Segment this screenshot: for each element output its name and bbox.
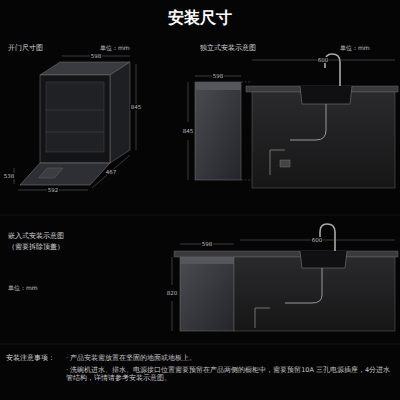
divider (0, 215, 400, 216)
dimension: 467 (105, 169, 118, 176)
dimension: 598 (201, 241, 214, 248)
unit-note: 单位：mm (340, 44, 370, 52)
unit-note: 单位：mm (100, 44, 130, 52)
dimension: 600 (317, 57, 330, 64)
dimension: 845 (130, 104, 143, 111)
dimension: 598 (212, 73, 225, 80)
page-title: 安装尺寸 (168, 8, 232, 28)
notes-heading: 安装注意事项： (6, 354, 55, 362)
panel-heading: 嵌入式安装示意图 (8, 232, 64, 240)
unit-note: 单位：mm (8, 284, 38, 292)
dimension: 592 (47, 187, 60, 194)
install-note: · 洗碗机进水、排水、电源接口位置需要预留在产品两侧的橱柜中，需要预留10A 三… (66, 366, 396, 382)
panel-heading: 独立式安装示意图 (200, 44, 256, 52)
door-open-dishwasher (14, 56, 136, 190)
dimension: 820 (166, 290, 179, 297)
dimension: 598 (90, 53, 103, 60)
install-note: · 产品安装需放置在坚固的地面或地板上。 (66, 354, 396, 362)
dimension: 600 (311, 237, 324, 244)
divider (0, 344, 400, 345)
dimension: 538 (3, 173, 16, 180)
panel-heading: （需要拆除顶盖） (8, 243, 64, 251)
panel-heading: 开门尺寸图 (8, 44, 43, 52)
dimension: 845 (182, 128, 195, 135)
built-in-install (172, 224, 398, 331)
freestanding-install (188, 54, 398, 188)
